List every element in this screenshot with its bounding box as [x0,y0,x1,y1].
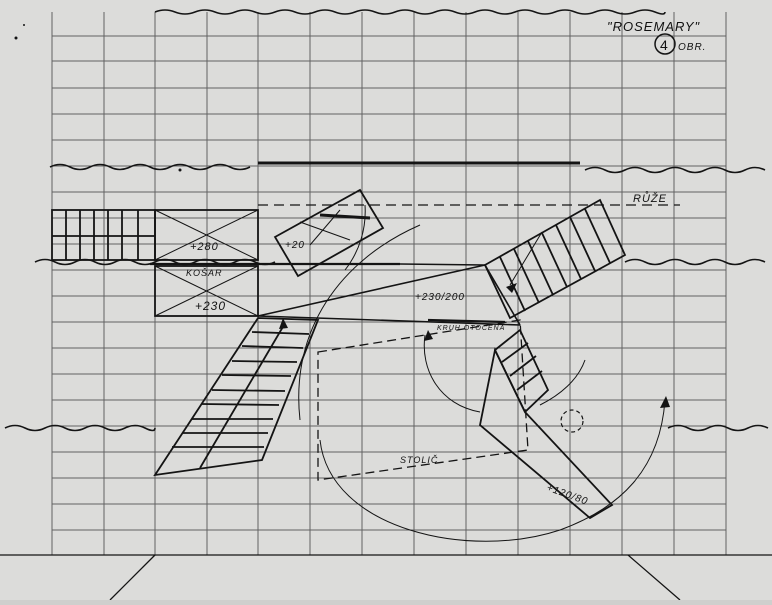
title-rosemary: "ROSEMARY" [607,19,701,34]
label-ruze: RŮŽE [633,191,667,205]
label-plus-20: +20 [285,240,305,251]
label-turntable: KRUH OTOČENÁ [437,323,505,332]
label-plus-280: +280 [190,241,219,253]
center-span [257,263,521,326]
stage-boundary [0,554,772,601]
dashed-circle-marker [560,409,584,433]
right-upper-stair [483,198,627,320]
right-lower-stair [479,328,614,520]
curtain-wave-lines [4,9,769,432]
figure-number: 4 [660,37,668,53]
left-lower-stair [153,317,320,477]
grid [51,12,727,556]
label-kosar: KOŠAR [186,268,223,278]
label-plus-230: +230 [195,299,226,313]
swing-arc [298,224,666,542]
figure-number-circle [654,33,676,55]
stool-dashed-area [317,319,529,481]
small-tilted-platform [273,188,385,278]
scan-specks [14,24,182,172]
turntable-strip [427,318,506,324]
label-center-span: +230/200 [415,292,465,303]
figure-suffix: OBR. [678,42,706,53]
arrowheads [279,283,670,408]
top-left-stair [51,209,156,261]
label-stool: STOLIČ [400,455,438,465]
platform-plus-280 [154,209,259,261]
